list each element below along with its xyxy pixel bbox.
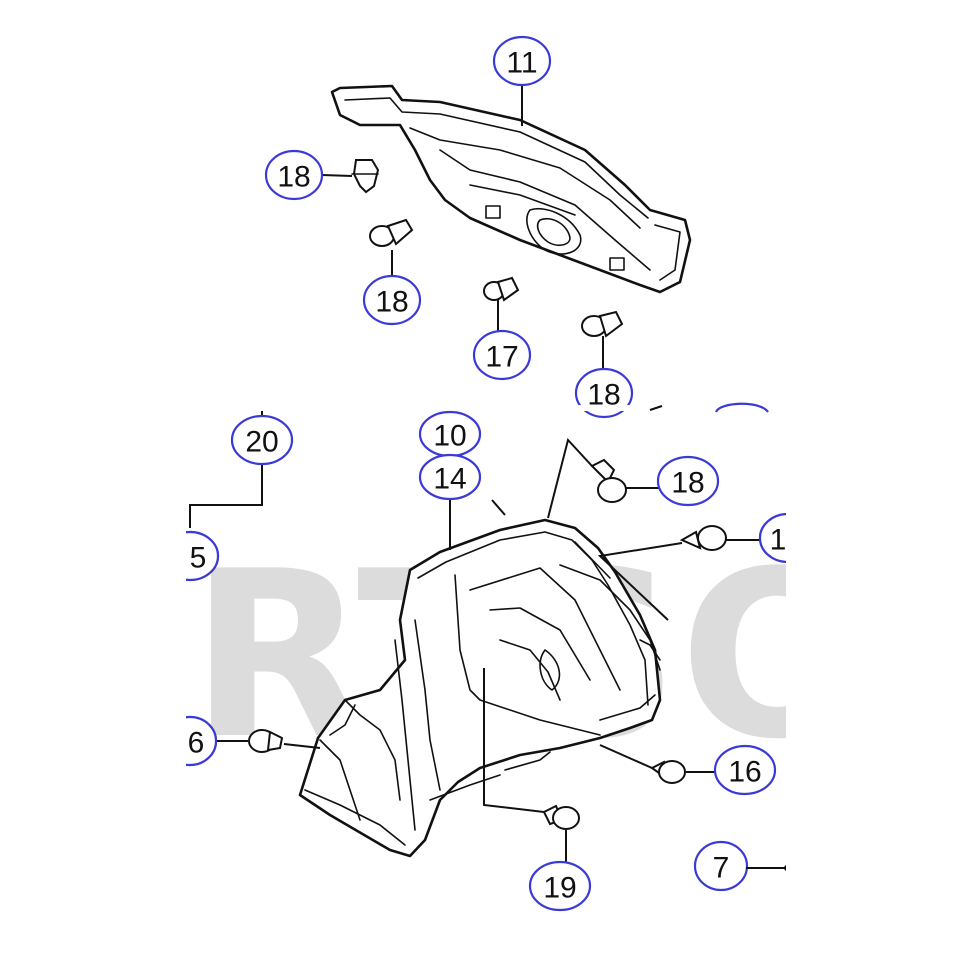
callout-17-label: 17 [485, 341, 518, 374]
callout-17: 17 [472, 329, 532, 381]
cropped-edges-redraw: 1 5 6 [186, 512, 787, 871]
clip-16 [650, 760, 686, 784]
callout-18-lower: 18 [656, 455, 720, 507]
upper-clips [351, 159, 624, 338]
clip-19 [542, 804, 580, 830]
upper-trim-panel [330, 84, 692, 294]
callout-1-label-cropped: 1 [770, 524, 787, 557]
clip-18b [369, 218, 414, 247]
callout-20: 20 [230, 414, 294, 466]
lower-clips [248, 458, 727, 830]
callout-19: 19 [528, 860, 592, 912]
clip-17 [483, 276, 520, 302]
callout-19-label: 19 [543, 872, 576, 905]
callout-10: 10 [418, 410, 482, 458]
callout-10-label: 10 [433, 420, 466, 453]
clip-18a [351, 159, 380, 194]
callout-18-mid-label: 18 [375, 286, 408, 319]
clip-18c [581, 310, 624, 338]
callout-14-label: 14 [433, 463, 466, 496]
callout-18-mid: 18 [362, 274, 422, 326]
callout-16-label: 16 [728, 756, 761, 789]
callout-7: 7 [693, 840, 749, 892]
callout-18-top: 18 [264, 149, 324, 201]
callout-11: 11 [492, 35, 552, 87]
clip-1 [679, 525, 727, 551]
lower-quarter-trim [298, 518, 662, 858]
callout-16: 16 [713, 744, 777, 796]
callout-6-label-cropped: 6 [188, 727, 205, 760]
callout-11-label: 11 [506, 47, 537, 80]
callout-18-top-label: 18 [277, 161, 310, 194]
upper-leaders [321, 85, 604, 370]
callout-5-label-cropped: 5 [190, 542, 207, 575]
clip-6 [248, 729, 284, 753]
callout-7-label: 7 [713, 852, 730, 885]
clip-18d [590, 458, 627, 503]
callout-18-lower-label: 18 [671, 467, 704, 500]
callout-14: 14 [418, 453, 482, 501]
callout-20-label: 20 [245, 426, 278, 459]
